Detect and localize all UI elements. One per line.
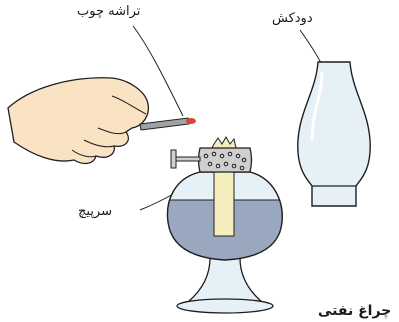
- hand-icon: [8, 78, 148, 164]
- figure-caption: چراغ نفتی: [318, 304, 391, 318]
- splinter-stick: [140, 118, 196, 130]
- chimney-label: دودکش: [272, 12, 313, 25]
- adjusting-screw: [171, 150, 200, 168]
- chimney-glass: [298, 62, 370, 206]
- burner-collar: [199, 148, 252, 172]
- screw-label: سرپیچ: [78, 205, 112, 218]
- splinter-label: تراشه چوب: [77, 5, 140, 18]
- lamp-base: [177, 258, 273, 313]
